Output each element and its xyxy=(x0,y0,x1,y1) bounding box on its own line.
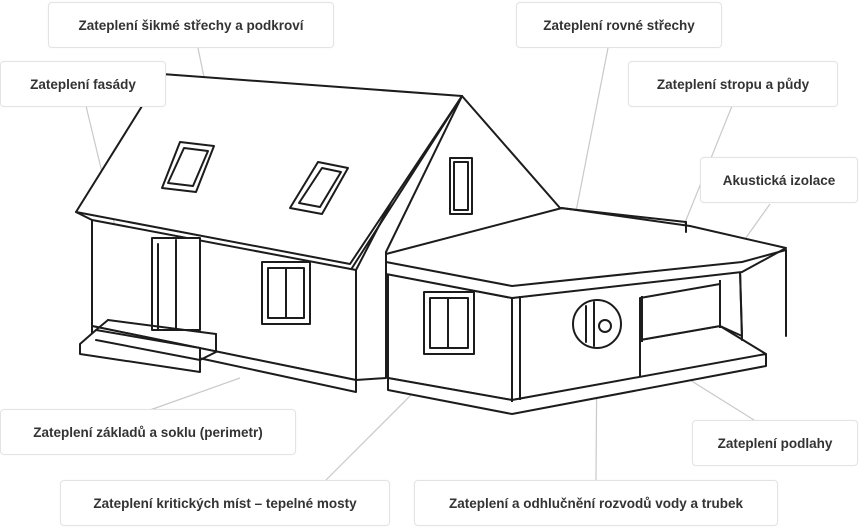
label-flat-roof: Zateplení rovné střechy xyxy=(516,2,722,48)
leader-foundation xyxy=(149,377,241,411)
label-foundation: Zateplení základů a soklu (perimetr) xyxy=(0,409,296,455)
label-ceiling-attic: Zateplení stropu a půdy xyxy=(628,61,838,107)
pitched-roof xyxy=(75,73,463,265)
label-thermal-bridges: Zateplení kritických míst – tepelné most… xyxy=(60,480,390,526)
label-pitched-roof: Zateplení šikmé střechy a podkroví xyxy=(48,2,334,48)
round-vent xyxy=(572,299,622,349)
leader-flat-roof xyxy=(571,47,609,233)
leader-floor xyxy=(689,379,755,421)
label-facade: Zateplení fasády xyxy=(0,61,166,107)
label-pipes: Zateplení a odhlučnění rozvodů vody a tr… xyxy=(414,480,778,526)
label-acoustic: Akustická izolace xyxy=(700,157,858,203)
label-floor: Zateplení podlahy xyxy=(692,420,858,466)
